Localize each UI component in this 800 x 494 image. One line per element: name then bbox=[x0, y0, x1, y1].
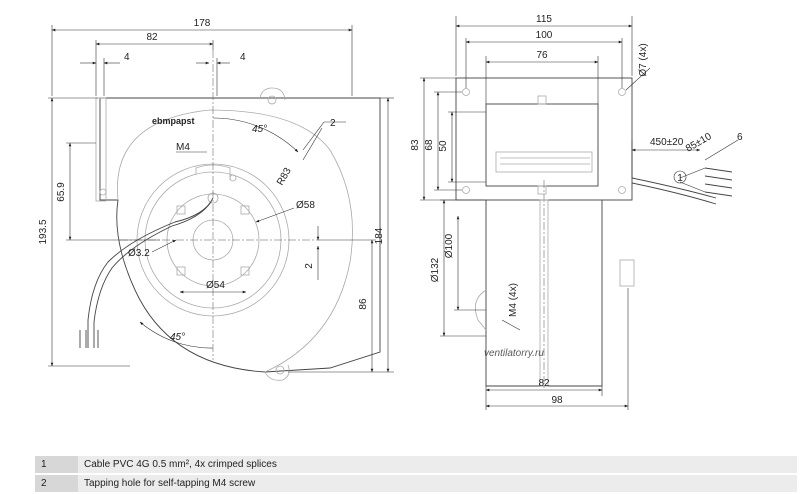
wire-2 bbox=[704, 175, 733, 181]
technical-drawing: ebmpapst 178 82 4 4 193.5 65.9 184 bbox=[38, 14, 743, 410]
side-view: 1 115 100 76 Ø7 (4x) 83 68 50 450±20 bbox=[410, 14, 743, 410]
dim-450: 450±20 bbox=[650, 137, 684, 148]
lug-hole bbox=[267, 95, 277, 105]
radius-r83: R83 bbox=[275, 166, 294, 188]
dia-58-leader bbox=[255, 207, 295, 223]
dim-4-left: 4 bbox=[124, 52, 130, 63]
dim-193-5: 193.5 bbox=[38, 219, 49, 244]
callout-1: 1 bbox=[677, 173, 683, 184]
side-cable-2 bbox=[631, 182, 717, 205]
callout-1-circle bbox=[673, 170, 687, 184]
angle-bottom-arc bbox=[139, 321, 214, 349]
dia-132: Ø132 bbox=[430, 257, 441, 282]
motor-fins bbox=[495, 151, 593, 173]
dim-178: 178 bbox=[194, 18, 211, 29]
outlet-flange bbox=[95, 97, 107, 202]
dim-6: 6 bbox=[737, 132, 743, 143]
dim-85: 85±10 bbox=[684, 131, 714, 155]
dim-82b: 82 bbox=[538, 378, 550, 389]
dim-76: 76 bbox=[536, 50, 548, 61]
cable bbox=[87, 197, 214, 348]
hole-leader bbox=[625, 67, 651, 91]
legend-num: 1 bbox=[35, 456, 78, 474]
thread-m4: M4 bbox=[176, 142, 190, 153]
housing-outline bbox=[99, 97, 381, 373]
mount-hole-4 bbox=[240, 266, 250, 276]
dim-98: 98 bbox=[551, 395, 563, 406]
top-tab bbox=[537, 95, 547, 105]
callout-2: 2 bbox=[330, 118, 336, 129]
radius-leader bbox=[302, 127, 323, 161]
dim-65-9: 65.9 bbox=[56, 182, 67, 202]
dim-4-right: 4 bbox=[240, 52, 246, 63]
scroll-curve bbox=[117, 109, 353, 373]
dim-100: 100 bbox=[536, 30, 553, 41]
dim-2: 2 bbox=[304, 263, 315, 269]
flange-hole-br bbox=[618, 186, 626, 194]
angle-top: 45° bbox=[252, 124, 267, 135]
mount-hole-1 bbox=[176, 205, 186, 215]
watermark: ventilatorry.ru bbox=[484, 348, 544, 359]
wire-4 bbox=[704, 191, 733, 197]
wire-3 bbox=[704, 183, 733, 189]
legend-row: 2 Tapping hole for self-tapping M4 screw bbox=[35, 473, 797, 492]
mount-hole-2 bbox=[240, 205, 250, 215]
shaft-guide bbox=[539, 199, 549, 387]
dim-68: 68 bbox=[424, 139, 435, 151]
wire-1 bbox=[704, 167, 733, 173]
legend-text: Cable PVC 4G 0.5 mm², 4x crimped splices bbox=[78, 456, 797, 474]
legend-table: 1 Cable PVC 4G 0.5 mm², 4x crimped splic… bbox=[35, 456, 797, 492]
legend-text: Tapping hole for self-tapping M4 screw bbox=[78, 473, 797, 492]
mount-hole-3 bbox=[176, 266, 186, 276]
bottom-tab bbox=[537, 185, 547, 195]
dim-115: 115 bbox=[536, 14, 552, 25]
dia-3-2-leader bbox=[151, 239, 177, 253]
side-boss bbox=[619, 259, 635, 287]
bottom-lug-hole bbox=[275, 365, 285, 375]
dia-100: Ø100 bbox=[444, 233, 455, 258]
dim-82: 82 bbox=[146, 32, 158, 43]
flange-hole-tr bbox=[618, 88, 626, 96]
bottom-lug bbox=[264, 364, 290, 381]
fan-wire-1 bbox=[679, 167, 706, 179]
flange-hole-tl bbox=[462, 88, 470, 96]
dim-83: 83 bbox=[410, 139, 421, 151]
inlet-lip bbox=[474, 289, 487, 331]
dia-3-2: Ø3.2 bbox=[128, 248, 150, 259]
dia-58: Ø58 bbox=[296, 200, 315, 211]
side-cable bbox=[631, 177, 717, 199]
cable-2 bbox=[93, 201, 212, 348]
strip-dim-line bbox=[704, 139, 739, 161]
angle-top-arc bbox=[212, 117, 299, 153]
dia-54: Ø54 bbox=[206, 280, 225, 291]
flange-hole-bl bbox=[462, 186, 470, 194]
front-view: ebmpapst 178 82 4 4 193.5 65.9 184 bbox=[38, 18, 394, 381]
callout-2-leader bbox=[302, 121, 325, 151]
screw-leader bbox=[501, 319, 521, 331]
legend-num: 2 bbox=[35, 473, 78, 492]
dim-184: 184 bbox=[374, 227, 385, 244]
ebmpapst-logo: ebmpapst bbox=[152, 116, 195, 126]
motor-body bbox=[485, 103, 599, 187]
hole-dia-7: Ø7 (4x) bbox=[638, 43, 649, 76]
angle-bottom: 45° bbox=[170, 332, 185, 343]
dim-86: 86 bbox=[358, 298, 369, 310]
terminal-screw bbox=[229, 174, 237, 182]
fan-wire-2 bbox=[679, 181, 706, 193]
screw-m4: M4 (4x) bbox=[508, 283, 519, 317]
dim-50: 50 bbox=[438, 140, 449, 152]
legend-row: 1 Cable PVC 4G 0.5 mm², 4x crimped splic… bbox=[35, 456, 797, 474]
mounting-lug bbox=[259, 87, 286, 101]
flange-hole bbox=[99, 188, 107, 196]
